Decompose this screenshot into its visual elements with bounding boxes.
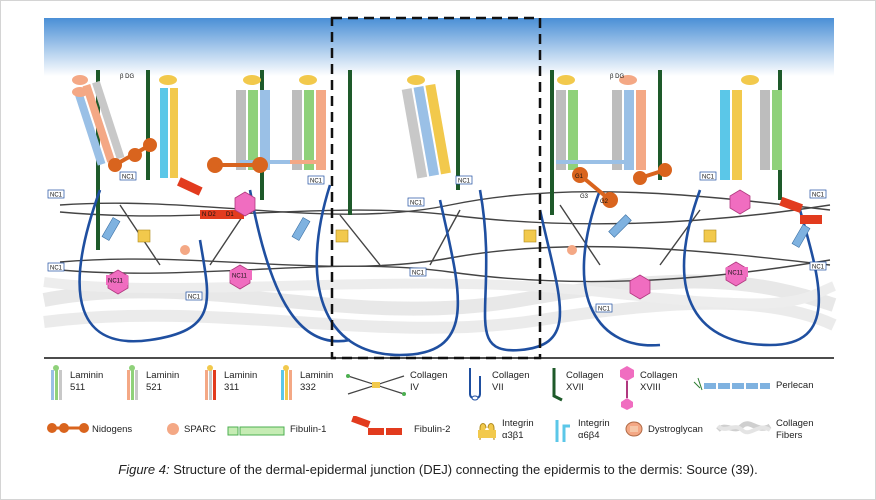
g1-label: G1: [575, 174, 584, 180]
nc1-label: NC1: [50, 266, 63, 272]
legend-laminin-332: [276, 364, 298, 409]
nc11-label: NC11: [232, 274, 248, 280]
g3-label: G3: [580, 194, 589, 200]
nc1-label: NC1: [812, 193, 825, 199]
nc1-label: NC1: [812, 265, 825, 271]
d1-label: D1: [226, 212, 234, 218]
nc1-label: NC1: [598, 307, 611, 313]
collagen-xvii-icon: [552, 368, 563, 402]
nc1-label: NC1: [412, 271, 425, 277]
legend-integrin-a6b4: [552, 416, 574, 449]
beta-dg-label: β DG: [120, 74, 134, 80]
laminin-cluster-3: [236, 75, 270, 170]
nc11-label: NC11: [728, 271, 744, 277]
legend-integrin-a3b1: [476, 418, 498, 447]
sparc-icon: [167, 423, 179, 435]
caption-text: Structure of the dermal-epidermal juncti…: [169, 462, 758, 477]
legend-sparc: [166, 422, 180, 441]
dystroglycan-icon: [625, 421, 643, 437]
collagen-fibers-icon: [716, 421, 772, 435]
laminin-cluster-2: [159, 75, 178, 178]
fibulin-2-blocks: [177, 177, 822, 224]
figure-caption: Figure 4: Structure of the dermal-epider…: [0, 462, 876, 477]
laminin-cluster-1: [72, 75, 125, 166]
epidermis-band: [44, 18, 834, 76]
nc1-label: NC1: [310, 179, 323, 185]
laminin-511-icon: [51, 365, 62, 400]
legend-fibulin-2: [350, 415, 410, 447]
integrin-a6b4-icon: [555, 420, 570, 442]
legend-fibulin-1-label: Fibulin-1: [290, 424, 327, 435]
nc11-label: NC11: [108, 279, 124, 285]
fibulin-2-icon: [351, 415, 402, 435]
nc1-label: NC1: [188, 295, 201, 301]
legend-collagen-xvii: [548, 366, 566, 407]
nidogens-icon: [47, 423, 89, 433]
legend-nidogens-label: Nidogens: [92, 424, 133, 435]
nc1-label: NC1: [458, 179, 471, 185]
collagen-fibers-band: [42, 274, 837, 334]
d2-label: D2: [208, 212, 216, 218]
figure-number: Figure 4:: [118, 462, 170, 477]
laminin-cluster-6: [556, 75, 578, 170]
g2-label: G2: [600, 199, 609, 205]
legend-fibulin-2-label: Fibulin-2: [414, 424, 451, 435]
sparc-dots: [180, 245, 577, 255]
legend-dystroglycan-label: Dystroglycan: [648, 424, 703, 435]
laminin-cluster-7: [612, 75, 646, 170]
legend-laminin-311: [200, 364, 222, 409]
nc1-label: NC1: [122, 175, 135, 181]
collagen-iv-icon: [346, 374, 406, 396]
integrin-a3b1-nodes: [137, 229, 717, 243]
legend-collagen-vii: [464, 366, 488, 407]
nc1-label: NC1: [50, 193, 63, 199]
laminin-521-icon: [127, 365, 138, 400]
perlecan-strands: [101, 214, 811, 248]
legend-nidogens: [46, 420, 90, 441]
beta-dg-label: β DG: [610, 74, 624, 80]
laminin-cluster-5: [401, 75, 451, 179]
laminin-base-bars: [240, 160, 626, 164]
nidogen-chains: [108, 138, 672, 208]
laminin-311-icon: [205, 365, 216, 400]
collagen-xviii-icon: [620, 366, 634, 410]
collagen-vii-icon: [469, 368, 481, 401]
legend-collagen-iv: [346, 372, 406, 403]
legend-collagen-fibers: [716, 420, 772, 441]
zoom-region-box: [330, 16, 542, 360]
nc1-label: NC1: [702, 175, 715, 181]
perlecan-icon: [693, 377, 770, 391]
legend-sparc-label: SPARC: [184, 424, 217, 435]
laminin-cluster-8: [720, 75, 782, 180]
legend-perlecan: [692, 376, 772, 401]
legend-fibulin-1: [226, 424, 286, 442]
n-label: N: [202, 212, 206, 218]
legend-collagen-xviii: [616, 364, 638, 415]
fibulin-1-icon: [227, 426, 285, 436]
laminin-332-icon: [281, 365, 292, 400]
legend-perlecan-label: Perlecan: [776, 380, 814, 391]
legend-laminin-511: [46, 364, 68, 409]
legend-dystroglycan: [624, 420, 644, 443]
integrin-a3b1-icon: [478, 423, 496, 440]
legend-laminin-521: [122, 364, 144, 409]
nc1-label: NC1: [410, 201, 423, 207]
laminin-cluster-4: [292, 75, 326, 170]
